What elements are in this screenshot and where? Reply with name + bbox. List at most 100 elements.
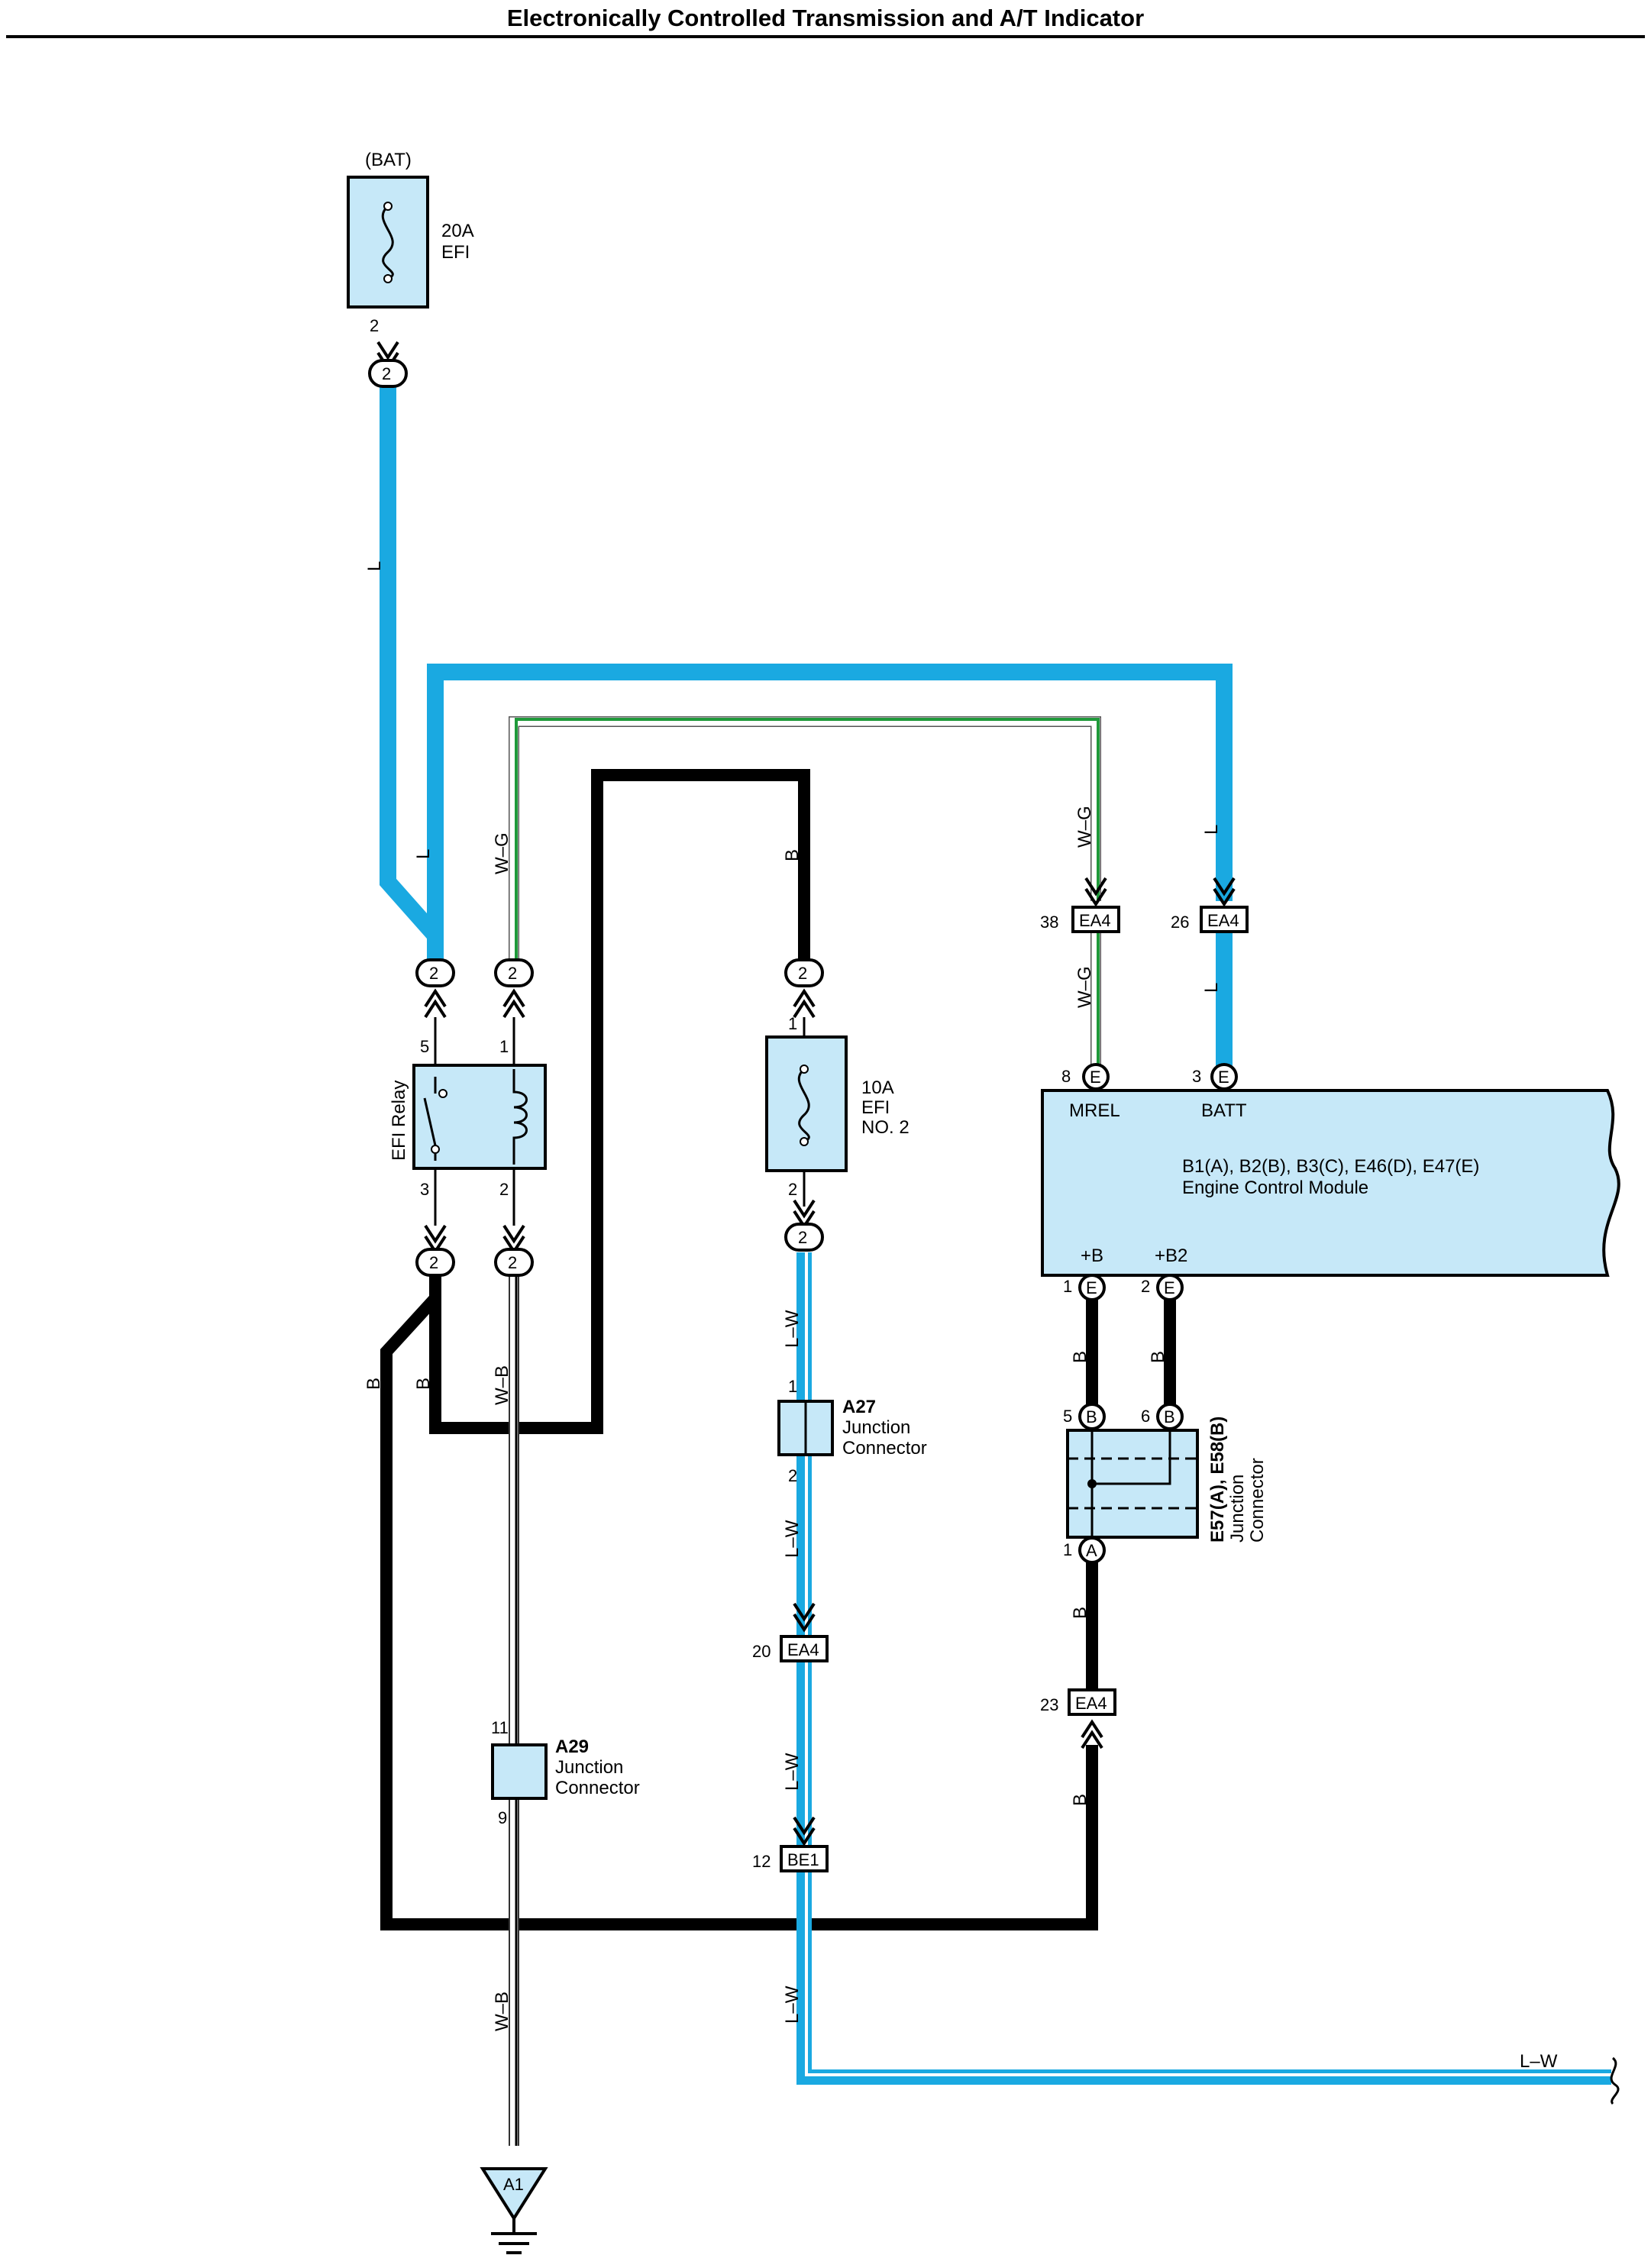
ea4-38-label: EA4 [1079, 911, 1111, 930]
wire-label-LW-4: L–W [782, 1985, 803, 2024]
relay-lead-bot [434, 1168, 515, 1226]
wire-WG-inner [509, 717, 1100, 966]
wire-label-B-ecm1: B [1070, 1351, 1090, 1363]
wire-LW-stripe [805, 1252, 1611, 2076]
ecm-ids: B1(A), B2(B), B3(C), E46(D), E47(E) [1182, 1156, 1479, 1177]
relay-name: EFI Relay [389, 1081, 409, 1161]
ecm-term-mrel [1082, 1063, 1110, 1090]
ecm-plus-b2: +B2 [1155, 1245, 1187, 1266]
bat-label: (BAT) [365, 150, 412, 170]
fuse-efi-amp: 20A [441, 221, 474, 241]
a29-id: A29 [555, 1737, 589, 1757]
relay-conn-top-l: 2 [415, 958, 455, 987]
jc-pin1: 1 [1063, 1540, 1072, 1559]
a27-id: A27 [842, 1397, 876, 1417]
ecm-term-b-letter: E [1086, 1278, 1097, 1297]
relay-conn-bot-r: 2 [494, 1248, 534, 1277]
pin3-ecm: 3 [1192, 1067, 1201, 1086]
be1-label: BE1 [787, 1850, 819, 1869]
fuse2-term-bot [800, 1137, 809, 1146]
ea4-23-box [1068, 1688, 1116, 1716]
a27-word2: Connector [842, 1438, 927, 1459]
relay-switch-term [438, 1089, 447, 1098]
svg-text:2: 2 [382, 364, 391, 383]
relay-arrow-up-r-icon [502, 988, 525, 1019]
pin12: 12 [752, 1852, 771, 1871]
wire-label-WB-2: W–B [492, 1992, 512, 2031]
wire-label-L: L [364, 561, 385, 571]
ground-label: A1 [503, 2175, 524, 2194]
wire-label-L-3: L [1201, 825, 1222, 835]
ecm-term-b2-letter: E [1164, 1278, 1175, 1297]
relay-arrow-dn-l-icon [424, 1224, 447, 1255]
a29-pin9: 9 [498, 1808, 507, 1827]
relay-pin2: 2 [499, 1180, 509, 1199]
relay-coil-symbol [512, 1069, 528, 1165]
a29-junction-connector [491, 1743, 548, 1800]
ecm-pin1: 1 [1063, 1277, 1072, 1296]
jc-term-5-letter: B [1086, 1407, 1097, 1426]
wire-LW-main [796, 1252, 1611, 2085]
a27-word1: Junction [842, 1417, 910, 1438]
ea4-26-label: EA4 [1207, 911, 1239, 930]
ecm-term-batt [1210, 1063, 1238, 1090]
pin20: 20 [752, 1642, 771, 1661]
relay-switch-term2 [431, 1145, 440, 1154]
wire-L-top [427, 664, 1233, 935]
fuse2-arrow-up-icon [793, 988, 816, 1019]
wire-label-B-left2: B [413, 1378, 434, 1390]
svg-text:2: 2 [798, 964, 807, 983]
wire-label-WG-3: W–G [1074, 966, 1095, 1008]
relay-pin1: 1 [499, 1037, 509, 1056]
relay-arrow-dn-r-icon [502, 1224, 525, 1255]
pin8: 8 [1061, 1067, 1071, 1086]
a27-pin2: 2 [788, 1466, 797, 1485]
wire-label-B-ecm2: B [1148, 1351, 1168, 1363]
jc-pin6: 6 [1141, 1407, 1150, 1426]
fuse2-conn-bot: 2 [784, 1223, 824, 1252]
fuse-efi-term-top [383, 202, 393, 211]
ecm-mrel: MREL [1069, 1100, 1120, 1121]
ecm-pin2: 2 [1141, 1277, 1150, 1296]
fuse-efi-pin: 2 [370, 316, 379, 335]
fuse2-term-top [800, 1065, 809, 1074]
fuse2-no: NO. 2 [861, 1117, 910, 1138]
ecm-term-b2 [1156, 1274, 1184, 1301]
wire-break-icon [1610, 2056, 1620, 2105]
jc-term-a-letter: A [1086, 1541, 1097, 1560]
ecm-term-batt-letter: E [1218, 1068, 1229, 1087]
svg-text:2: 2 [798, 1228, 807, 1247]
fuse-efi-no2 [765, 1035, 848, 1172]
wire-label-L-4: L [1201, 983, 1222, 993]
diagram-title: Electronically Controlled Transmission a… [506, 5, 1145, 31]
engine-control-module [1041, 1089, 1620, 1277]
wire-L-main [380, 386, 444, 966]
be1-box [780, 1845, 829, 1872]
wire-label-LW-3: L–W [782, 1753, 803, 1791]
ground-icon [491, 2218, 537, 2254]
a29-pin11: 11 [491, 1718, 509, 1737]
relay-conn-bot-l: 2 [415, 1248, 455, 1277]
ecm-name: Engine Control Module [1182, 1178, 1368, 1198]
be1-arrow-icon [793, 1816, 816, 1846]
a29-word2: Connector [555, 1778, 640, 1798]
relay-conn-top-r: 2 [494, 958, 534, 987]
ea4-38-box [1071, 906, 1120, 933]
fuse-efi-term-bot [383, 274, 393, 283]
wire-label-LW-1: L–W [782, 1310, 803, 1348]
relay-lead-top [434, 1017, 515, 1065]
wire-label-WG-2: W–G [1074, 806, 1095, 848]
connector-pill: 2 [368, 359, 408, 388]
a27-pin1: 1 [788, 1377, 797, 1396]
ea4-26-box [1200, 906, 1249, 933]
fuse2-pin2: 2 [788, 1180, 797, 1199]
ea4-20-arrow-icon [793, 1602, 816, 1633]
wire-label-WG: W–G [492, 832, 512, 874]
pin23: 23 [1040, 1695, 1058, 1714]
relay-arrow-up-l-icon [424, 988, 447, 1019]
ecm-term-mrel-letter: E [1090, 1068, 1101, 1087]
ground-symbol [480, 2167, 548, 2221]
ea4-20-box [780, 1635, 829, 1662]
wire-B-bus [380, 1294, 1098, 1930]
